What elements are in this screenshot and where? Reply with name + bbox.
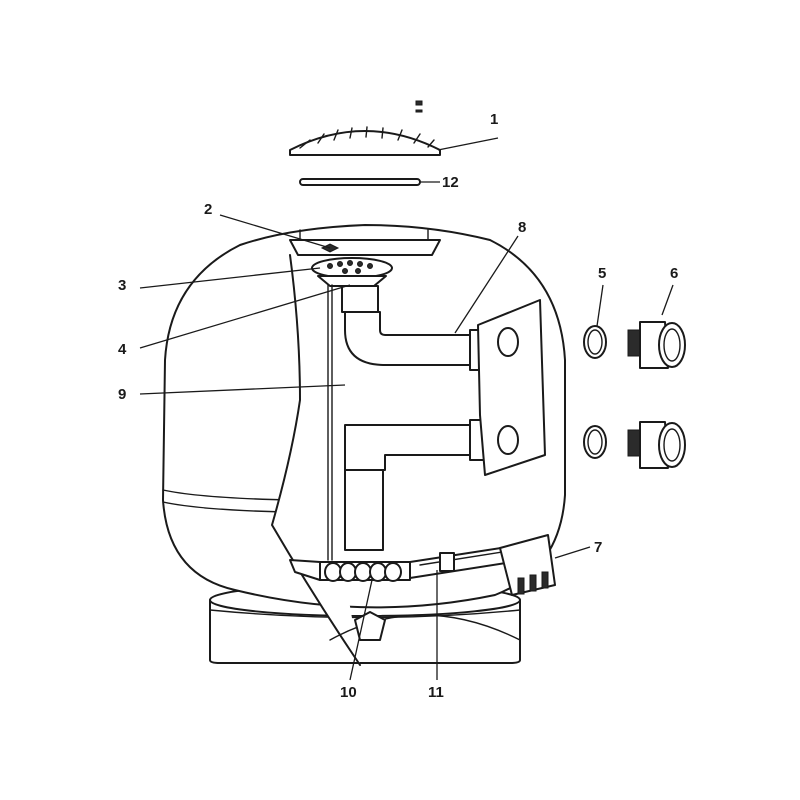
callout-8: 8	[518, 219, 526, 236]
callout-7: 7	[594, 539, 602, 556]
callout-1: 1	[490, 111, 498, 128]
o-ring	[299, 178, 421, 186]
union-upper	[627, 321, 686, 369]
callout-6: 6	[670, 265, 678, 282]
callout-10: 10	[340, 684, 357, 701]
ring-lower	[583, 425, 607, 459]
leader-lines	[139, 137, 674, 681]
valve-plate	[477, 299, 546, 476]
callout-3: 3	[118, 277, 126, 294]
callout-4: 4	[118, 341, 127, 358]
union-lower	[627, 421, 686, 469]
lid	[289, 100, 441, 156]
diffuser	[311, 257, 393, 287]
callout-labels: 1 12 2 3 4 9 8 5 6 7 10 11	[118, 111, 678, 701]
ring-upper	[583, 325, 607, 359]
callout-11: 11	[428, 684, 444, 701]
callout-9: 9	[118, 386, 126, 403]
callout-5: 5	[598, 265, 606, 282]
callout-2: 2	[204, 201, 212, 218]
callout-12: 12	[442, 174, 459, 191]
lateral-collector	[289, 534, 556, 641]
